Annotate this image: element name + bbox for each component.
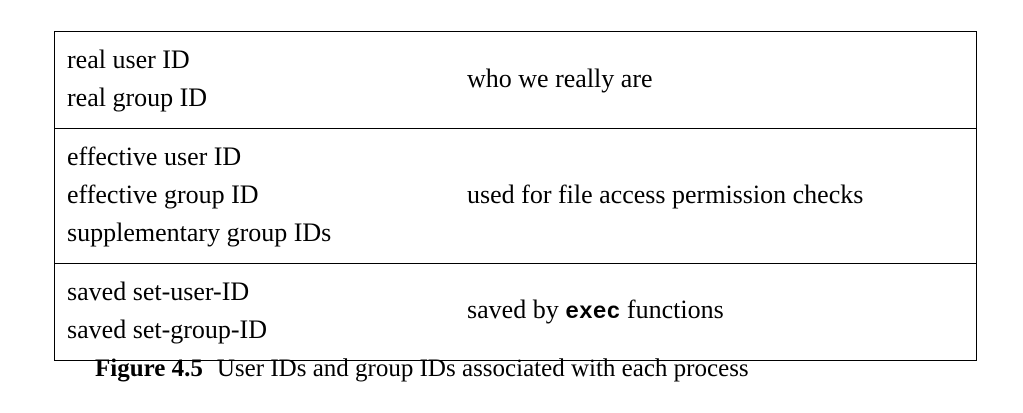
- row-effective-ids-line-2: effective group ID: [67, 180, 259, 209]
- process-ids-table: real user ID real group ID who we really…: [54, 31, 977, 361]
- row-saved-ids-description-suffix: functions: [620, 295, 724, 324]
- row-effective-ids-line-3: supplementary group IDs: [67, 218, 332, 247]
- exec-code-literal: exec: [565, 299, 621, 325]
- table-row: effective user ID effective group ID sup…: [54, 128, 977, 264]
- row-effective-ids-right-text: used for file access permission checks: [467, 167, 976, 225]
- row-saved-ids-description-prefix: saved by: [467, 295, 566, 324]
- row-saved-ids-description: saved by exec functions: [467, 291, 964, 331]
- row-real-ids-description: who we really are: [467, 64, 653, 93]
- row-effective-ids-right-cell: used for file access permission checks: [467, 128, 977, 264]
- row-effective-ids-left-cell: effective user ID effective group ID sup…: [54, 128, 467, 264]
- row-saved-ids-left-text: saved set-user-ID saved set-group-ID: [55, 264, 467, 360]
- row-effective-ids-left-text: effective user ID effective group ID sup…: [55, 129, 467, 263]
- figure-caption-text: User IDs and group IDs associated with e…: [216, 355, 749, 382]
- row-real-ids-line-1: real user ID: [67, 45, 190, 74]
- row-saved-ids-line-1: saved set-user-ID: [67, 277, 250, 306]
- row-saved-ids-left-cell: saved set-user-ID saved set-group-ID: [54, 263, 467, 361]
- row-real-ids-left-text: real user ID real group ID: [55, 32, 467, 128]
- row-effective-ids-line-1: effective user ID: [67, 142, 242, 171]
- row-saved-ids-right-cell: saved by exec functions: [467, 263, 977, 361]
- row-real-ids-line-2: real group ID: [67, 83, 208, 112]
- row-real-ids-right-text: who we really are: [467, 51, 976, 109]
- table-row: saved set-user-ID saved set-group-ID sav…: [54, 263, 977, 361]
- row-effective-ids-description: used for file access permission checks: [467, 180, 864, 209]
- figure-caption-label: Figure 4.5: [95, 355, 203, 382]
- table-row: real user ID real group ID who we really…: [54, 31, 977, 129]
- row-saved-ids-right-text: saved by exec functions: [467, 282, 976, 342]
- row-real-ids-left-cell: real user ID real group ID: [54, 31, 467, 129]
- figure-caption: Figure 4.5 User IDs and group IDs associa…: [95, 352, 955, 386]
- row-saved-ids-line-2: saved set-group-ID: [67, 315, 267, 344]
- row-real-ids-right-cell: who we really are: [467, 31, 977, 129]
